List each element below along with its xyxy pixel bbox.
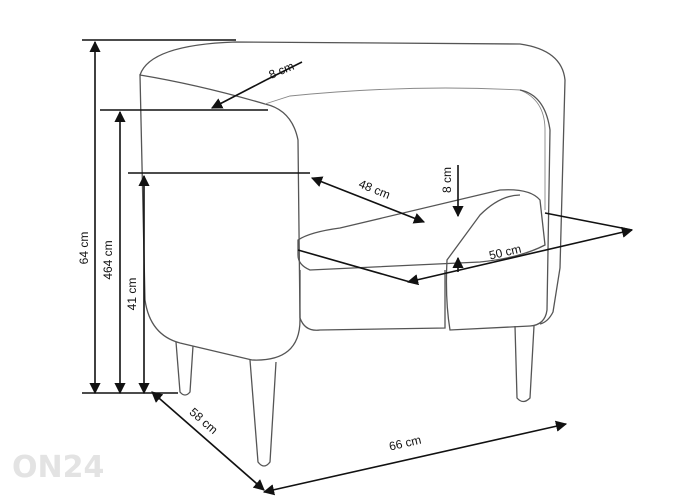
dim-line-width bbox=[262, 420, 568, 496]
chair-left-arm bbox=[139, 74, 301, 361]
dim-line-seat-width bbox=[406, 226, 634, 286]
label-seat-height: 41 cm bbox=[125, 278, 139, 311]
label-seat-cushion: 8 cm bbox=[440, 167, 454, 193]
chair-leg-front-right bbox=[514, 325, 535, 403]
chair-inner-back bbox=[264, 87, 546, 210]
ref-line-seat-width-left bbox=[297, 249, 411, 283]
label-depth: 58 cm bbox=[187, 405, 221, 437]
chair-front-panel bbox=[299, 270, 446, 331]
dim-line-depth bbox=[151, 391, 265, 491]
chair-right-arm bbox=[445, 89, 551, 331]
dimension-lines bbox=[82, 39, 634, 496]
label-arm-width: 8 cm bbox=[267, 59, 296, 82]
label-width: 66 cm bbox=[388, 433, 423, 454]
dim-line-arm-width-tail bbox=[265, 61, 303, 81]
label-arm-height: 464 cm bbox=[101, 240, 115, 279]
label-total-height: 64 cm bbox=[77, 232, 91, 265]
chair-leg-back-left bbox=[175, 341, 194, 396]
dim-line-seat-depth bbox=[310, 176, 426, 224]
ref-line-seat-width bbox=[544, 212, 633, 231]
chair-back-outline bbox=[139, 41, 566, 325]
watermark-logo: ON24 bbox=[12, 450, 104, 485]
chair-leg-front-left bbox=[249, 359, 277, 467]
dim-line-arm-width bbox=[211, 79, 267, 109]
